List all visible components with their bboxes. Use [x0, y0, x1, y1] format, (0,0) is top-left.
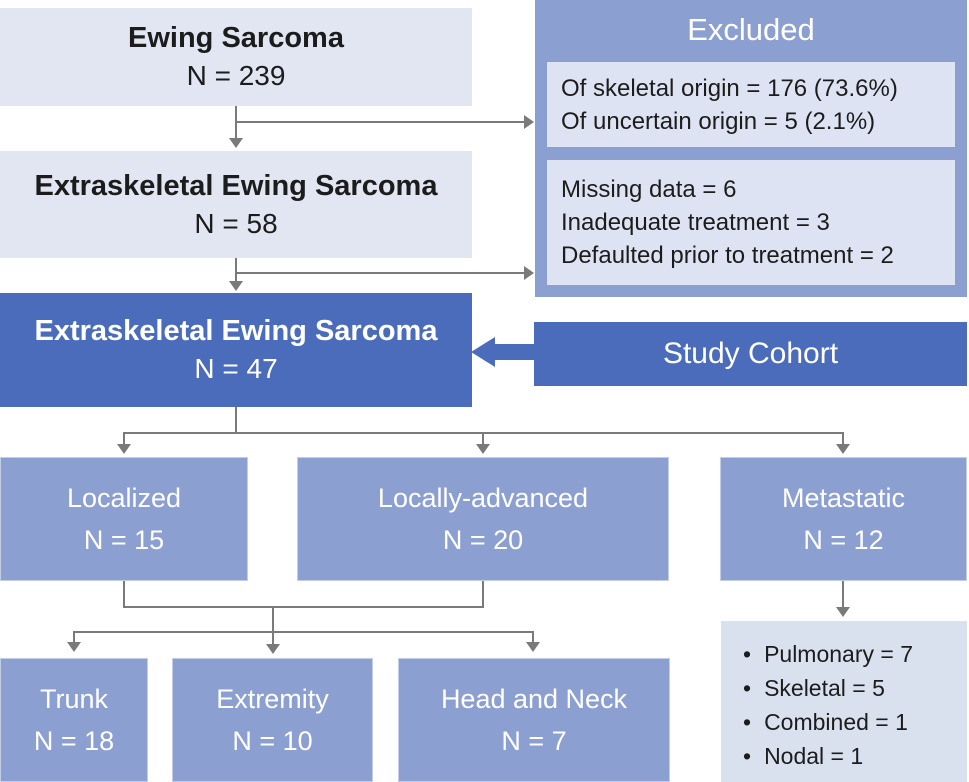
- connector-line: [236, 272, 524, 274]
- trunk-count: N = 18: [33, 726, 115, 756]
- connector-line: [123, 581, 125, 608]
- study-cohort-arrow-icon: [471, 337, 495, 367]
- localized-box: Localized N = 15: [0, 457, 248, 581]
- extraskeletal-47-title: Extraskeletal Ewing Sarcoma: [34, 315, 438, 347]
- connector-line: [482, 581, 484, 608]
- ewing-sarcoma-box: Ewing Sarcoma N = 239: [0, 8, 472, 106]
- connector-line: [842, 581, 844, 609]
- site-pulmonary: Pulmonary = 7: [743, 637, 967, 671]
- extraskeletal-58-count: N = 58: [194, 207, 278, 239]
- head-and-neck-title: Head and Neck: [440, 684, 628, 714]
- trunk-box: Trunk N = 18: [0, 658, 148, 782]
- arrow-down-icon: [67, 642, 81, 652]
- connector-line: [235, 258, 237, 282]
- excluded-title: Excluded: [687, 12, 815, 47]
- excluded-missing-data: Missing data = 6: [561, 176, 737, 203]
- connector-line: [272, 606, 274, 646]
- extraskeletal-58-title: Extraskeletal Ewing Sarcoma: [34, 169, 438, 202]
- metastatic-title: Metastatic: [781, 483, 906, 513]
- arrow-down-icon: [526, 642, 540, 652]
- connector-line: [235, 407, 237, 434]
- excluded-skeletal-origin: Of skeletal origin = 176 (73.6%): [561, 74, 898, 102]
- connector-line: [842, 432, 844, 445]
- connector-line: [236, 121, 524, 123]
- excluded-origin-box: Of skeletal origin = 176 (73.6%) Of unce…: [547, 62, 955, 147]
- study-cohort-arrow-shaft: [495, 344, 535, 360]
- arrow-down-icon: [266, 644, 280, 654]
- extremity-title: Extremity: [216, 684, 329, 714]
- arrow-down-icon: [229, 138, 243, 148]
- ewing-sarcoma-count: N = 239: [186, 60, 286, 91]
- locally-advanced-box: Locally-advanced N = 20: [297, 457, 669, 581]
- site-nodal: Nodal = 1: [743, 739, 967, 773]
- locally-advanced-count: N = 20: [442, 525, 524, 555]
- head-and-neck-count: N = 7: [501, 726, 567, 756]
- locally-advanced-title: Locally-advanced: [377, 483, 589, 513]
- extraskeletal-47-box: Extraskeletal Ewing Sarcoma N = 47: [0, 293, 472, 407]
- arrow-right-icon: [524, 115, 534, 129]
- excluded-uncertain-origin: Of uncertain origin = 5 (2.1%): [561, 107, 876, 135]
- extremity-count: N = 10: [232, 726, 313, 756]
- localized-title: Localized: [66, 483, 182, 513]
- extraskeletal-58-box: Extraskeletal Ewing Sarcoma N = 58: [0, 151, 472, 258]
- extraskeletal-47-count: N = 47: [194, 353, 278, 384]
- arrow-down-icon: [229, 281, 243, 291]
- arrow-down-icon: [836, 444, 850, 454]
- connector-line: [73, 631, 75, 643]
- excluded-defaulted: Defaulted prior to treatment = 2: [561, 242, 894, 269]
- ewing-sarcoma-title: Ewing Sarcoma: [128, 22, 344, 54]
- study-cohort-box: Study Cohort: [534, 322, 967, 386]
- arrow-down-icon: [476, 444, 490, 454]
- arrow-down-icon: [836, 607, 850, 617]
- metastatic-count: N = 12: [803, 525, 884, 555]
- connector-line: [123, 432, 125, 445]
- extremity-box: Extremity N = 10: [172, 658, 373, 782]
- connector-line: [74, 631, 534, 633]
- site-skeletal: Skeletal = 5: [743, 671, 967, 705]
- connector-line: [123, 606, 484, 608]
- localized-count: N = 15: [83, 525, 165, 555]
- metastatic-box: Metastatic N = 12: [720, 457, 967, 581]
- arrow-right-icon: [524, 266, 534, 280]
- study-cohort-label: Study Cohort: [662, 337, 839, 370]
- metastatic-sites-box: Pulmonary = 7 Skeletal = 5 Combined = 1 …: [721, 621, 967, 782]
- connector-line: [482, 432, 484, 445]
- arrow-down-icon: [117, 444, 131, 454]
- site-combined: Combined = 1: [743, 705, 967, 739]
- excluded-panel: Excluded Of skeletal origin = 176 (73.6%…: [535, 0, 967, 297]
- excluded-inadequate-treatment: Inadequate treatment = 3: [561, 209, 830, 236]
- trunk-title: Trunk: [39, 684, 108, 714]
- connector-line: [532, 631, 534, 643]
- head-and-neck-box: Head and Neck N = 7: [398, 658, 670, 782]
- excluded-other-box: Missing data = 6 Inadequate treatment = …: [547, 160, 955, 285]
